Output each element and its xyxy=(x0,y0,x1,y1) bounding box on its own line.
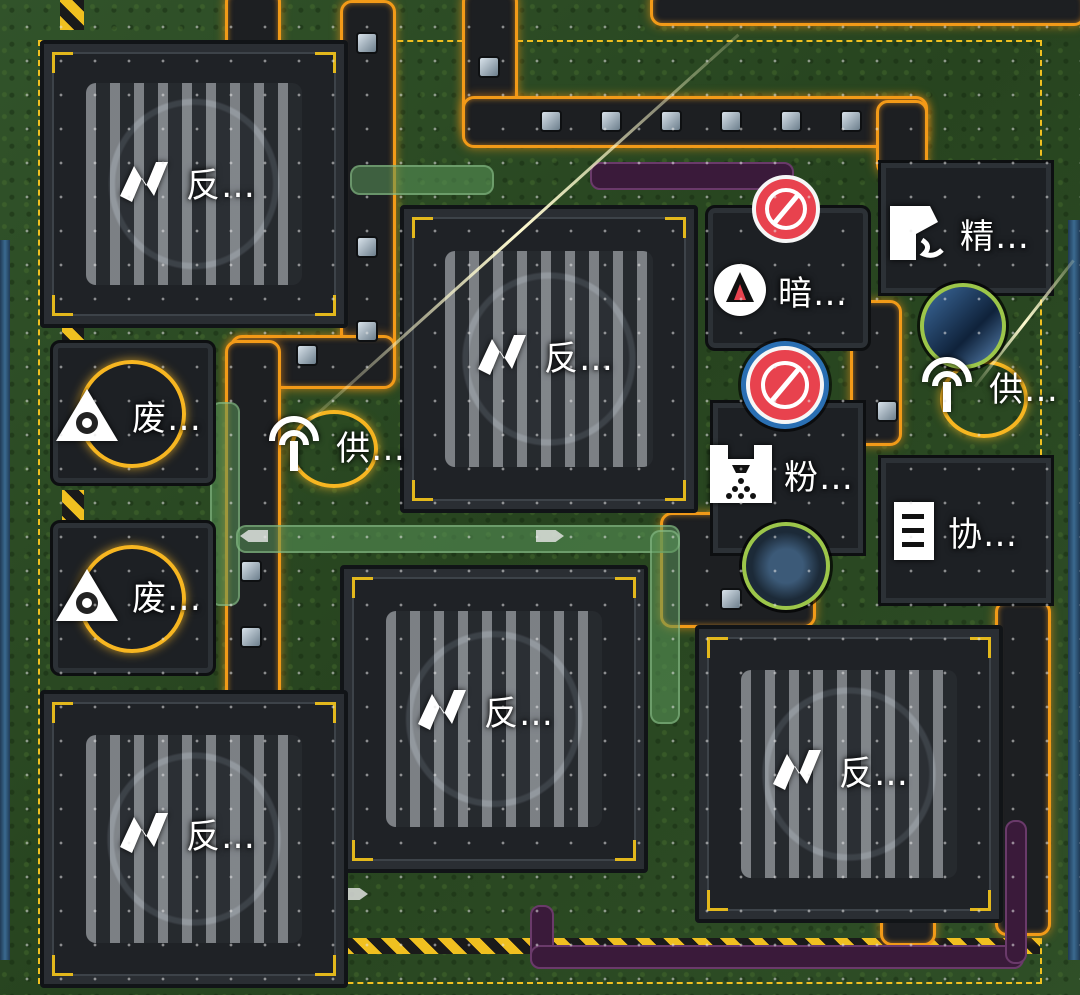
pipe-purple-bottom-h xyxy=(530,945,1024,969)
belt-item xyxy=(660,110,682,132)
waste-label-1: 废… xyxy=(52,385,202,445)
belt-item xyxy=(356,320,378,342)
reactor-label-5: 反… xyxy=(765,740,909,800)
belt-item xyxy=(720,588,742,610)
belt-top-right xyxy=(650,0,1080,26)
refine-label: 精… xyxy=(886,202,1030,264)
belt-item xyxy=(356,236,378,258)
antenna-icon xyxy=(269,416,319,471)
ban-icon-mid xyxy=(746,346,824,424)
reactor-icon xyxy=(120,162,168,202)
crusher-icon xyxy=(710,445,772,503)
ban-icon-top xyxy=(752,175,820,243)
pipe-green-right xyxy=(650,530,680,724)
dark-label: 暗… xyxy=(712,262,848,318)
belt-item xyxy=(840,110,862,132)
belt-item xyxy=(356,32,378,54)
belt-item xyxy=(540,110,562,132)
pipe-green-mid xyxy=(236,525,680,553)
reactor-icon xyxy=(773,750,821,790)
belt-item xyxy=(296,344,318,366)
hazard-stripe-top xyxy=(60,0,84,30)
belt-item xyxy=(478,56,500,78)
reactor-label-1: 反… xyxy=(112,152,256,212)
document-icon xyxy=(894,502,934,560)
ore-item-icon xyxy=(742,522,830,610)
pipe-green-top xyxy=(350,165,494,195)
reactor-label-3: 反… xyxy=(410,680,554,740)
reactor-icon xyxy=(120,813,168,853)
waste-label-2: 废… xyxy=(52,565,202,625)
belt-item xyxy=(600,110,622,132)
belt-item xyxy=(780,110,802,132)
belt-item xyxy=(240,626,262,648)
waste-icon xyxy=(56,569,118,621)
belt-item xyxy=(240,560,262,582)
crusher-label: 粉… xyxy=(708,443,854,505)
left-blue-edge xyxy=(0,240,10,960)
supply-label-2: 供… xyxy=(915,356,1059,416)
coop-label: 协… xyxy=(890,500,1018,562)
reactor-icon xyxy=(478,335,526,375)
reactor-label-4: 反… xyxy=(112,803,256,863)
belt-item xyxy=(876,400,898,422)
belt-item xyxy=(720,110,742,132)
drop-icon xyxy=(714,264,766,316)
refine-icon xyxy=(890,206,944,260)
supply-label-1: 供… xyxy=(262,415,406,475)
right-blue-edge xyxy=(1068,220,1080,960)
pipe-purple-right xyxy=(1005,820,1027,964)
reactor-label-2: 反… xyxy=(470,325,614,385)
reactor-icon xyxy=(418,690,466,730)
antenna-icon xyxy=(922,357,972,412)
waste-icon xyxy=(56,389,118,441)
